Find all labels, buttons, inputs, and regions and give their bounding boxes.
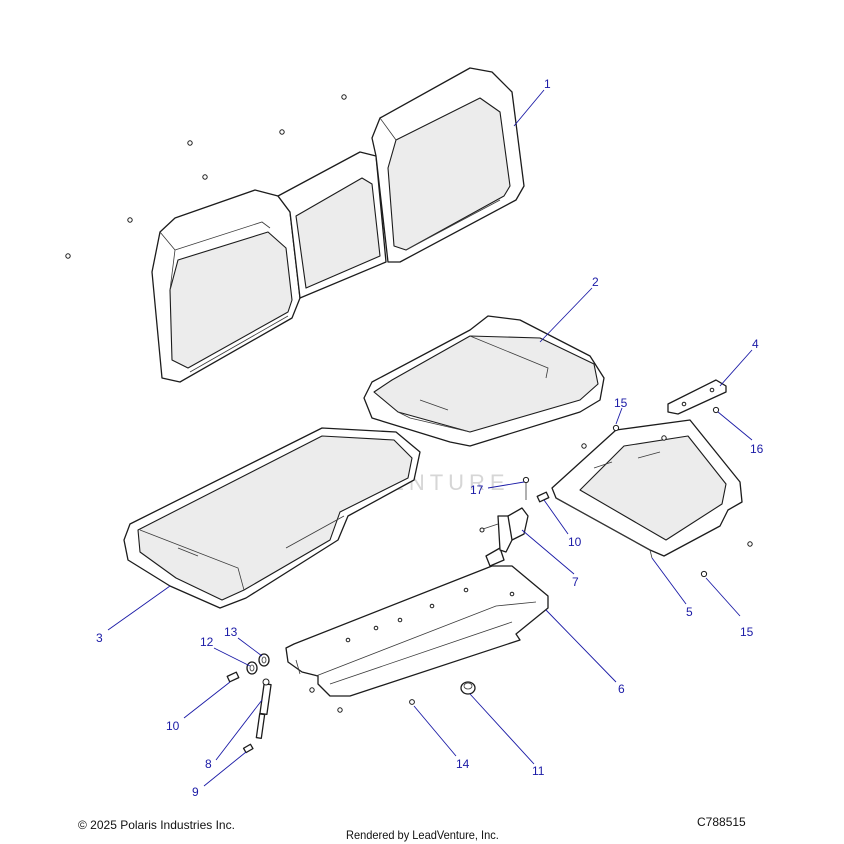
washer[interactable]: [246, 661, 258, 675]
clip[interactable]: [712, 406, 720, 414]
screw[interactable]: [309, 687, 415, 713]
seat-base-plate[interactable]: [551, 419, 743, 559]
callout-15-upper[interactable]: 15: [614, 396, 628, 410]
callout-17[interactable]: 17: [470, 483, 484, 497]
seat-back-bolts: [65, 94, 347, 259]
copyright-text: © 2025 Polaris Industries Inc.: [78, 818, 235, 832]
callout-4[interactable]: 4: [752, 337, 759, 351]
diagram-id: C788515: [697, 815, 746, 829]
seat-cushion-left[interactable]: [123, 427, 421, 609]
fastener-upper[interactable]: [581, 424, 667, 449]
callout-2[interactable]: 2: [592, 275, 599, 289]
bolt-left[interactable]: [226, 671, 240, 683]
bumper[interactable]: [460, 681, 476, 695]
fastener-lower[interactable]: [700, 541, 753, 578]
callout-16[interactable]: 16: [750, 442, 764, 456]
callout-14[interactable]: 14: [456, 757, 470, 771]
callout-11[interactable]: 11: [532, 764, 545, 778]
callout-8[interactable]: 8: [205, 757, 212, 771]
callout-1[interactable]: 1: [544, 77, 551, 91]
callout-9[interactable]: 9: [192, 785, 199, 799]
bracket[interactable]: [667, 379, 727, 415]
seat-frame[interactable]: [285, 547, 549, 697]
callout-7[interactable]: 7: [572, 575, 579, 589]
callout-12[interactable]: 12: [200, 635, 214, 649]
latch-bracket[interactable]: [479, 507, 529, 553]
callout-10-left[interactable]: 10: [166, 719, 180, 733]
rendered-by-text: Rendered by LeadVenture, Inc.: [346, 828, 499, 842]
latch-screw[interactable]: [522, 476, 530, 500]
nut[interactable]: [258, 653, 270, 667]
seat-cushion-right[interactable]: [363, 315, 605, 447]
callout-6[interactable]: 6: [618, 682, 625, 696]
callout-13[interactable]: 13: [224, 625, 238, 639]
callout-5[interactable]: 5: [686, 605, 693, 619]
callout-15-lower[interactable]: 15: [740, 625, 754, 639]
callouts: 1 2 3 4 5 6 7 8 9 10 10 11 12 13 14 15 1…: [96, 77, 764, 799]
bolt-right[interactable]: [536, 491, 550, 503]
seat-back[interactable]: [65, 67, 525, 383]
callout-10-right[interactable]: 10: [568, 535, 582, 549]
strut-pin[interactable]: [242, 743, 254, 754]
leader-lines: [107, 89, 753, 787]
callout-3[interactable]: 3: [96, 631, 103, 645]
gas-strut[interactable]: [255, 678, 272, 739]
